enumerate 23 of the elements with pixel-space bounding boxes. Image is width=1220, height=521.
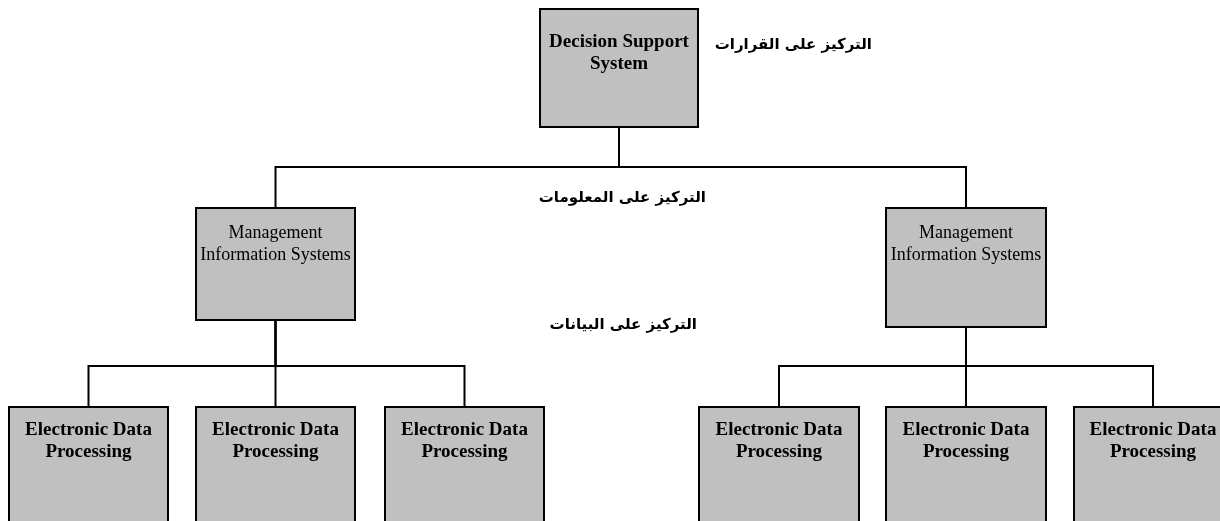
- connector-line: [274, 320, 466, 407]
- connector-line: [965, 327, 1154, 407]
- box-label: Electronic Data Processing: [1088, 418, 1218, 462]
- system-box: [8, 406, 169, 521]
- focus-label: التركيز على القرارات: [714, 35, 872, 53]
- box-label: Management Information Systems: [199, 221, 352, 265]
- system-box: [885, 207, 1047, 328]
- box-label: Electronic Data Processing: [24, 418, 153, 462]
- box-label: Electronic Data Processing: [901, 418, 1031, 462]
- system-box: [384, 406, 545, 521]
- box-label: Decision Support System: [548, 30, 690, 74]
- system-box: [1073, 406, 1220, 521]
- system-box: [539, 8, 699, 128]
- box-label: Electronic Data Processing: [211, 418, 340, 462]
- box-label: Electronic Data Processing: [714, 418, 844, 462]
- system-box: [885, 406, 1047, 521]
- system-box: [195, 207, 356, 321]
- focus-label: التركيز على البيانات: [549, 315, 697, 333]
- box-label: Management Information Systems: [889, 221, 1043, 265]
- box-label: Electronic Data Processing: [400, 418, 529, 462]
- focus-label: التركيز على المعلومات: [538, 188, 706, 206]
- system-box: [195, 406, 356, 521]
- system-box: [698, 406, 860, 521]
